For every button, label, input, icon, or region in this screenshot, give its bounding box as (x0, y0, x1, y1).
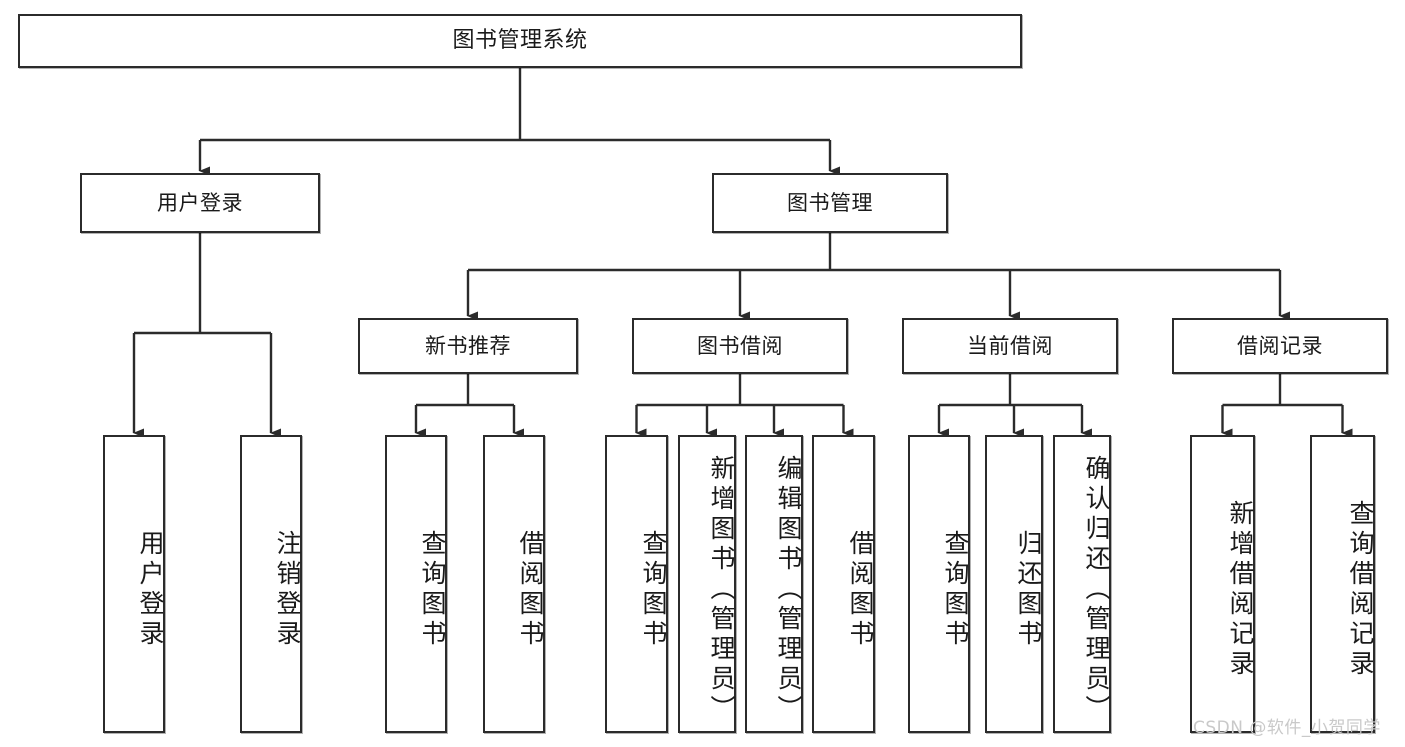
node-leaf-c-return: 归还图书 (985, 435, 1043, 733)
node-label-leaf-user-logout: 注销登录 (273, 530, 302, 650)
node-leaf-c-confirm: 确认归还（管理员） (1053, 435, 1111, 733)
node-label-l2-cur: 当前借阅 (967, 333, 1053, 358)
node-leaf-new-query: 查询图书 (385, 435, 447, 733)
node-label-leaf-b-lend: 借阅图书 (846, 530, 875, 650)
node-label-leaf-user-login: 用户登录 (136, 530, 165, 650)
node-l2-rec: 借阅记录 (1172, 318, 1388, 374)
node-leaf-user-login: 用户登录 (103, 435, 165, 733)
node-label-leaf-c-query: 查询图书 (941, 530, 970, 650)
node-label-l2-borrow: 图书借阅 (697, 333, 783, 358)
node-label-leaf-r-add: 新增借阅记录 (1226, 500, 1255, 680)
node-l1-books: 图书管理 (712, 173, 948, 233)
node-label-root: 图书管理系统 (452, 28, 588, 54)
node-label-leaf-b-add: 新增图书（管理员） (707, 455, 736, 725)
node-leaf-b-add: 新增图书（管理员） (678, 435, 736, 733)
node-leaf-user-logout: 注销登录 (240, 435, 302, 733)
node-label-leaf-r-query: 查询借阅记录 (1346, 500, 1375, 680)
node-leaf-r-query: 查询借阅记录 (1310, 435, 1375, 733)
node-label-leaf-c-confirm: 确认归还（管理员） (1082, 455, 1111, 725)
node-leaf-b-edit: 编辑图书（管理员） (745, 435, 803, 733)
node-label-leaf-b-edit: 编辑图书（管理员） (774, 455, 803, 725)
node-label-l1-books: 图书管理 (787, 190, 873, 215)
node-label-l2-new: 新书推荐 (425, 333, 511, 358)
node-label-l1-user: 用户登录 (157, 190, 243, 215)
node-label-l2-rec: 借阅记录 (1237, 333, 1323, 358)
node-l2-cur: 当前借阅 (902, 318, 1118, 374)
node-leaf-c-query: 查询图书 (908, 435, 970, 733)
csdn-watermark: CSDN @软件_小贺同学 (1193, 718, 1381, 738)
node-label-leaf-new-borrow: 借阅图书 (516, 530, 545, 650)
node-l2-borrow: 图书借阅 (632, 318, 848, 374)
node-root: 图书管理系统 (18, 14, 1022, 68)
node-l2-new: 新书推荐 (358, 318, 578, 374)
node-label-leaf-new-query: 查询图书 (418, 530, 447, 650)
connector-paths (132, 68, 1353, 438)
node-leaf-new-borrow: 借阅图书 (483, 435, 545, 733)
node-label-leaf-c-return: 归还图书 (1014, 530, 1043, 650)
node-leaf-r-add: 新增借阅记录 (1190, 435, 1255, 733)
node-l1-user: 用户登录 (80, 173, 320, 233)
node-leaf-b-lend: 借阅图书 (812, 435, 875, 733)
node-label-leaf-b-query: 查询图书 (639, 530, 668, 650)
node-leaf-b-query: 查询图书 (605, 435, 668, 733)
